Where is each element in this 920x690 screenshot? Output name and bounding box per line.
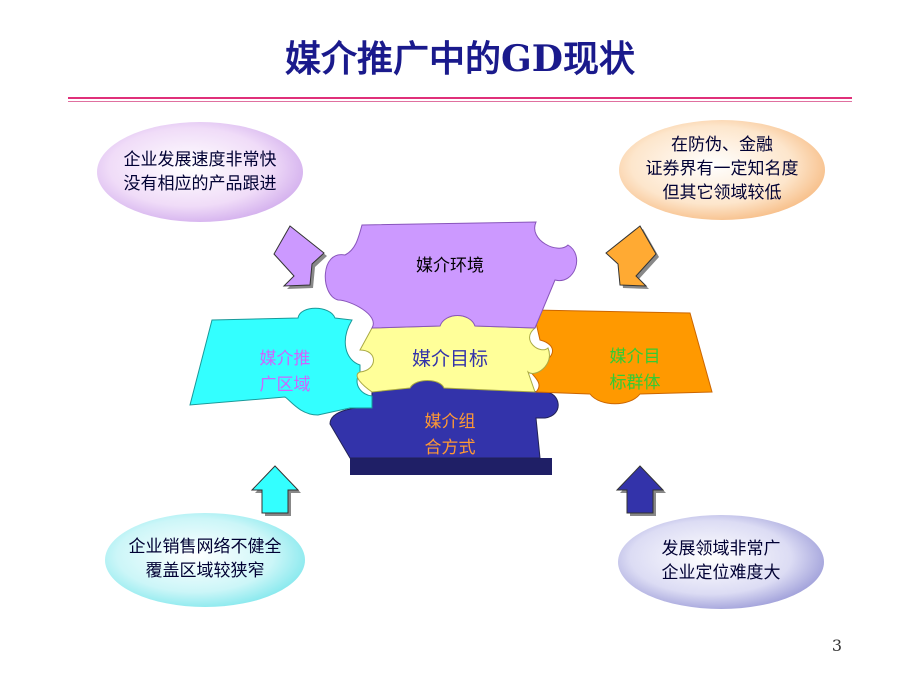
ellipse-bottom-left-line2: 覆盖区域较狭窄 [145,561,265,581]
puzzle-bottom-line2: 合方式 [424,438,476,458]
ellipse-top-left [97,122,303,222]
ellipse-top-left-text: 企业发展速度非常快 没有相应的产品跟进 [100,148,300,196]
arrow-bottom-right [615,465,666,516]
puzzle-piece-right [528,309,713,405]
puzzle-piece-top [324,221,578,329]
ellipse-top-right-text: 在防伪、金融 证券界有一定知名度 但其它领域较低 [622,133,822,205]
puzzle-left-line1: 媒介推 [259,349,311,369]
puzzle-right-line1: 媒介目 [609,347,661,367]
title-divider-thin [68,101,852,102]
page-number: 3 [831,636,842,655]
arrow-top-right [605,225,659,289]
puzzle-left-line2: 广区域 [259,375,311,395]
puzzle-center-label: 媒介目标 [411,348,488,370]
puzzle-right-line2: 标群体 [609,373,661,393]
puzzle-left-label: 媒介推 广区域 [240,346,330,398]
ellipse-bottom-right-text: 发展领域非常广 企业定位难度大 [621,537,821,585]
ellipse-bottom-left-line1: 企业销售网络不健全 [128,537,282,557]
ellipse-top-right [619,120,825,220]
slide-title: 媒介推广中的GD现状 [285,38,635,80]
ellipse-bottom-right [618,515,824,609]
ellipse-top-right-line3: 但其它领域较低 [662,183,782,203]
ellipse-top-left-line1: 企业发展速度非常快 [123,150,277,170]
ellipse-top-right-line1: 在防伪、金融 [671,135,773,155]
ellipse-top-left-line2: 没有相应的产品跟进 [123,174,277,194]
ellipse-bottom-left [105,513,305,607]
ellipse-bottom-left-text: 企业销售网络不健全 覆盖区域较狭窄 [105,535,305,583]
title-divider [68,97,852,99]
puzzle-right-label: 媒介目 标群体 [590,344,680,396]
ellipse-bottom-right-line1: 发展领域非常广 [661,539,781,559]
ellipse-top-right-line2: 证券界有一定知名度 [645,159,799,179]
puzzle-bottom-label: 媒介组 合方式 [400,409,500,461]
puzzle-top-label: 媒介环境 [416,256,484,276]
puzzle-bottom-line1: 媒介组 [424,412,476,432]
ellipse-bottom-right-line2: 企业定位难度大 [661,563,781,583]
arrow-bottom-left [250,465,301,516]
arrow-top-left [273,225,327,289]
